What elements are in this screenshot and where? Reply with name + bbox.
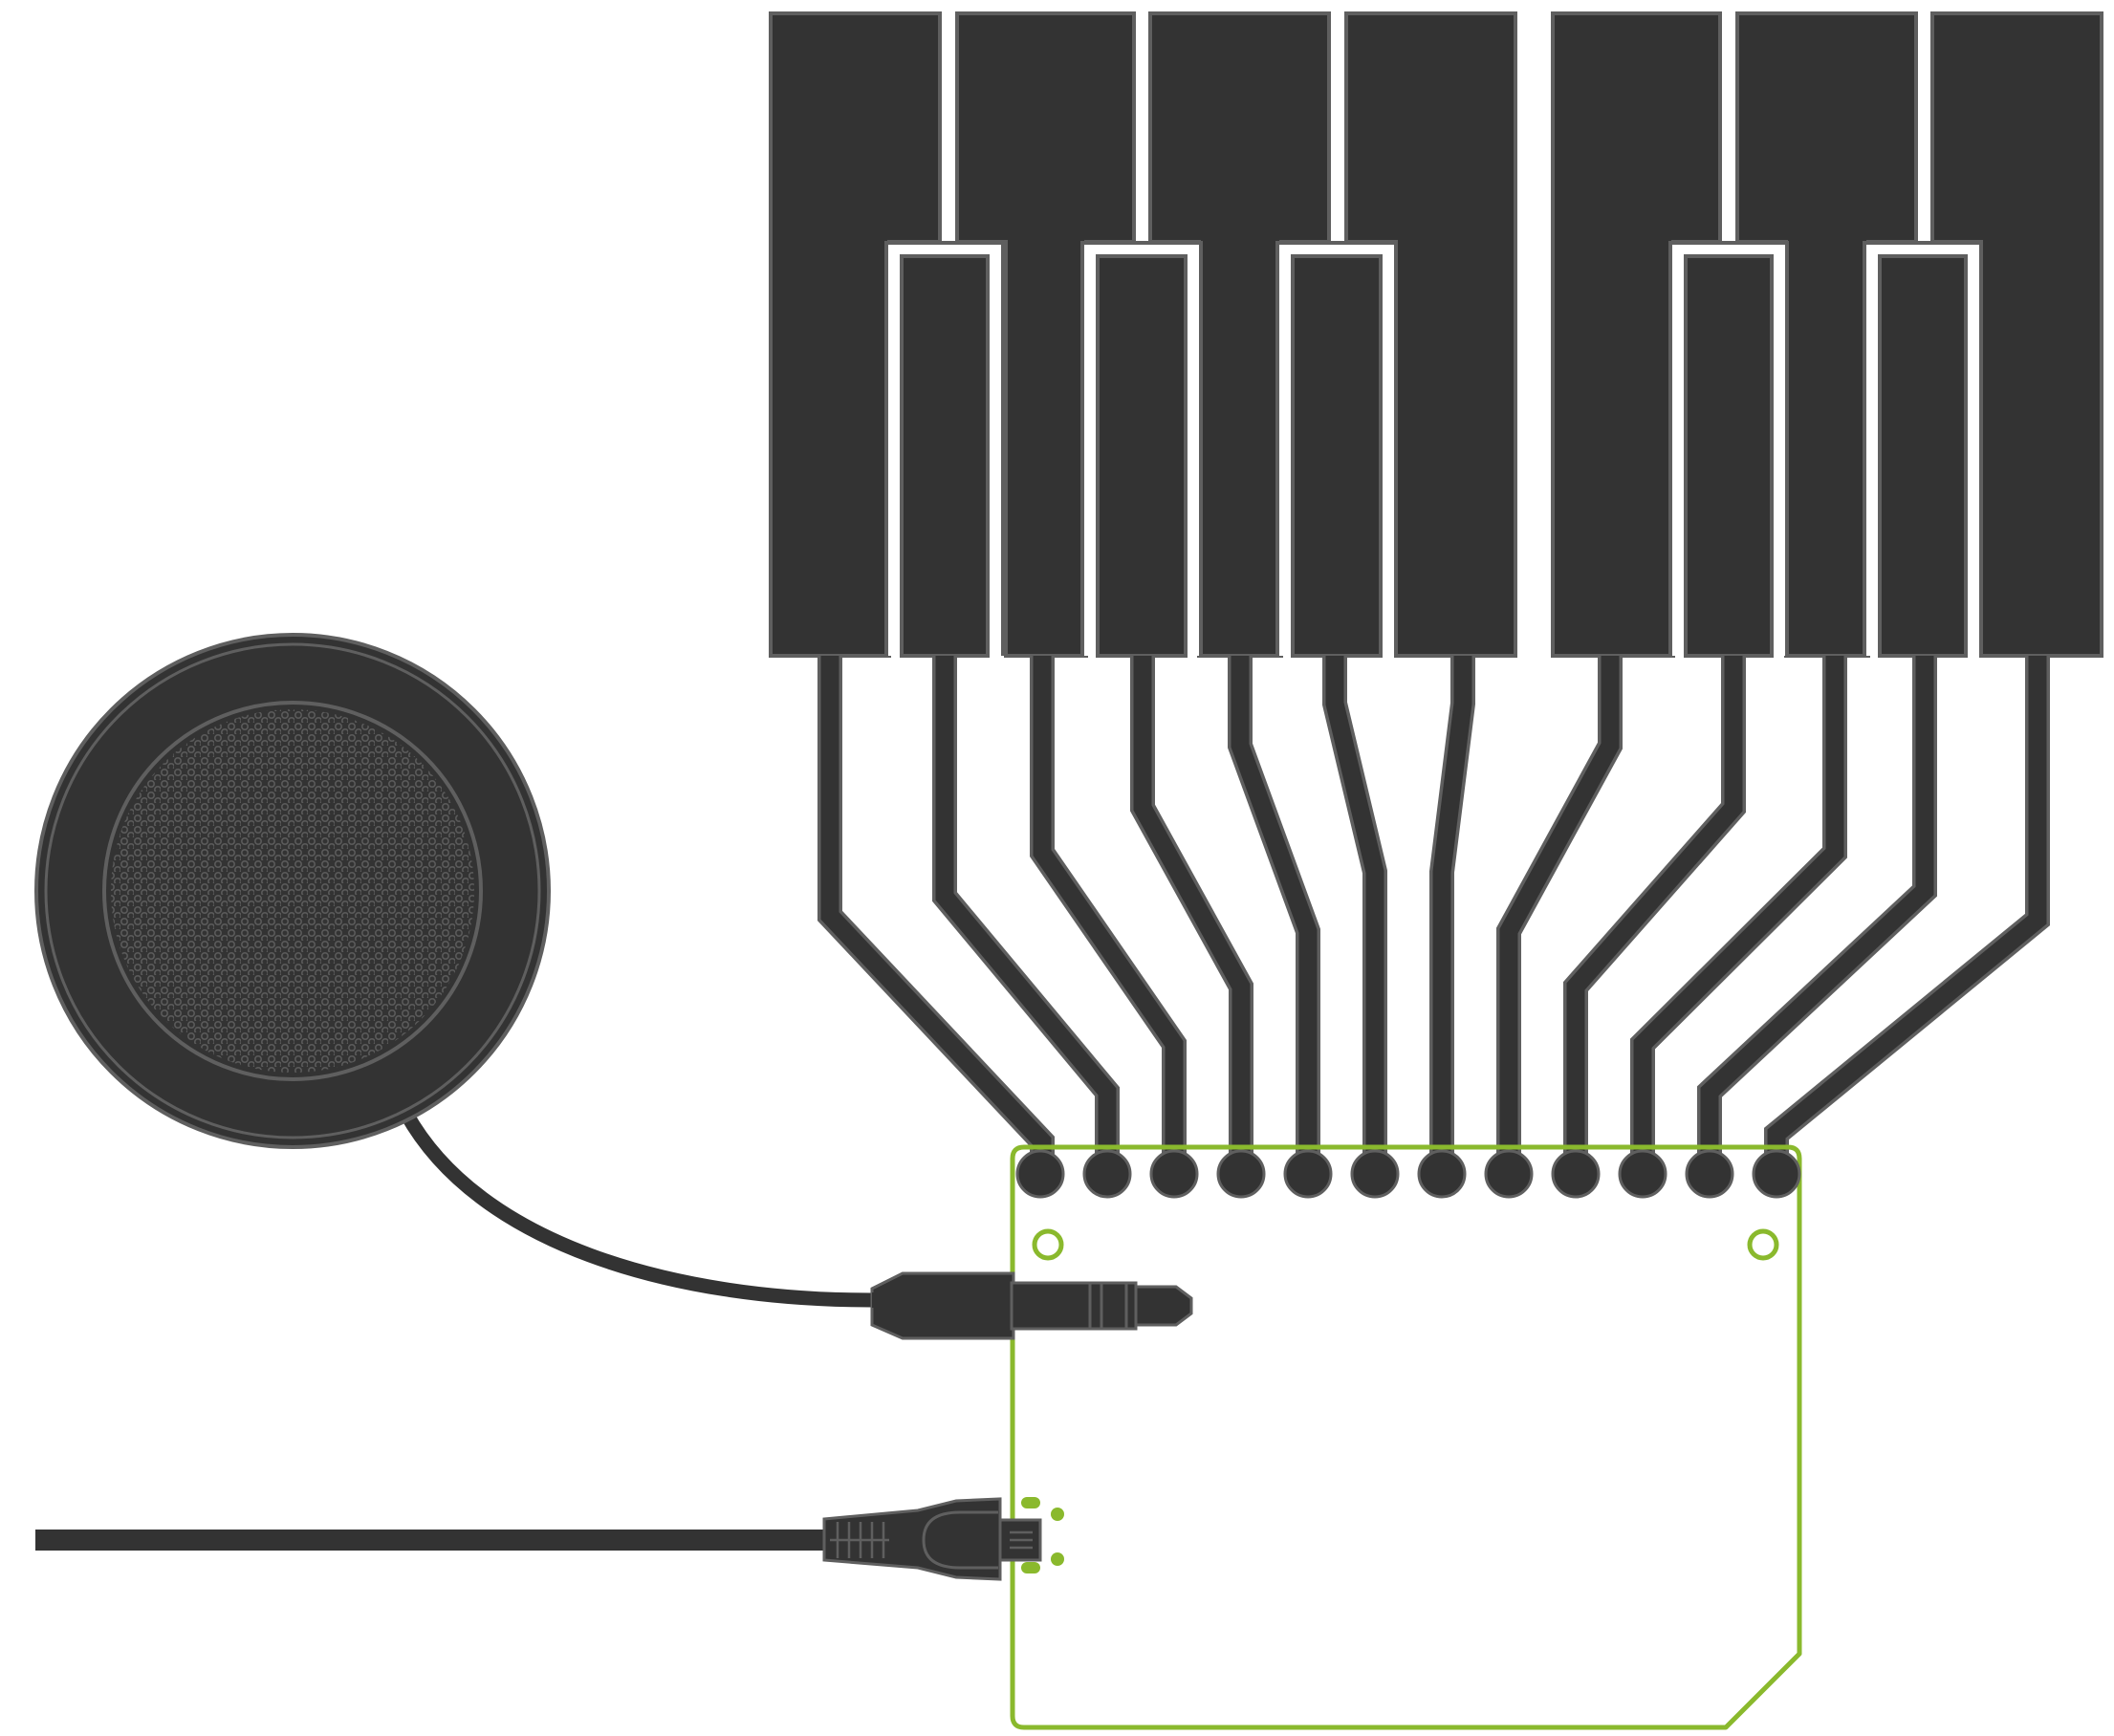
trace-5 <box>1231 656 1318 1170</box>
black-key-1 <box>900 254 990 658</box>
usb-cable <box>35 1530 829 1551</box>
mounting-hole-right <box>1747 1228 1779 1261</box>
electrode-pad-9 <box>1618 1149 1667 1199</box>
trace-11 <box>1700 656 1934 1170</box>
electrode-pad-6 <box>1417 1149 1467 1199</box>
mounting-hole-left <box>1032 1228 1064 1261</box>
trace-4 <box>1133 656 1251 1170</box>
trace-6 <box>1325 656 1384 1170</box>
black-key-3 <box>1291 254 1383 658</box>
electrode-pad-5 <box>1350 1149 1400 1199</box>
piano-keys <box>769 11 2103 658</box>
usb-socket-pads <box>1021 1497 1064 1573</box>
black-key-5 <box>1878 254 1968 658</box>
trace-2 <box>935 656 1117 1170</box>
electrode-pad-4 <box>1283 1149 1333 1199</box>
electrode-pad-10 <box>1685 1149 1734 1199</box>
black-key-2 <box>1096 254 1188 658</box>
electrode-pad-11 <box>1752 1149 1801 1199</box>
electrode-pad-1 <box>1082 1149 1132 1199</box>
trace-7 <box>1432 656 1472 1170</box>
audio-jack-3-5mm-icon <box>870 1271 1193 1340</box>
trace-9 <box>1566 656 1743 1170</box>
electrode-pad-3 <box>1216 1149 1266 1199</box>
electrode-pad-8 <box>1551 1149 1601 1199</box>
speaker <box>34 633 880 1308</box>
touch-board <box>1010 1144 1802 1730</box>
trace-8 <box>1499 656 1620 1170</box>
speaker-cable <box>399 1106 880 1308</box>
board-outline <box>1010 1144 1802 1730</box>
electrode-pads <box>1015 1149 1801 1199</box>
trace-3 <box>1033 656 1184 1170</box>
electrode-traces <box>817 656 2050 1170</box>
black-key-4 <box>1684 254 1774 658</box>
electrode-pad-0 <box>1015 1149 1065 1199</box>
electrode-pad-7 <box>1484 1149 1534 1199</box>
electrode-pad-2 <box>1149 1149 1199 1199</box>
trace-10 <box>1633 656 1844 1170</box>
micro-usb-cable-icon <box>35 1497 1042 1581</box>
